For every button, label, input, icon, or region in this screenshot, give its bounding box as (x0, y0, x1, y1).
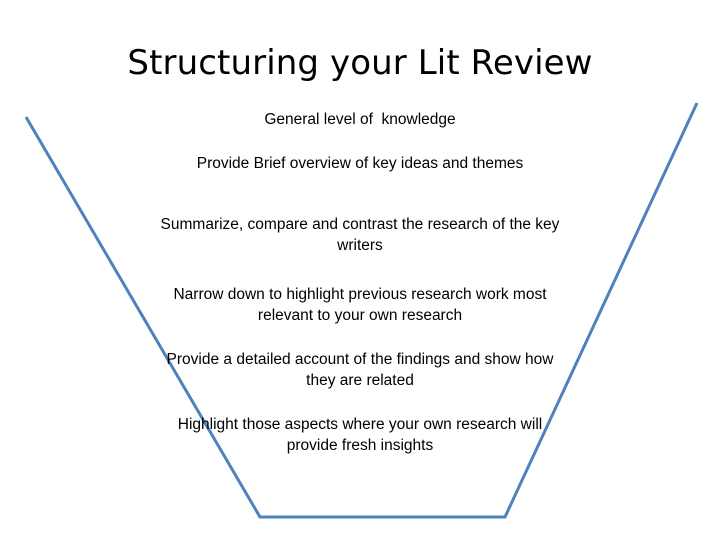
funnel-step-3: Summarize, compare and contrast the rese… (160, 216, 564, 254)
funnel-step-4: Narrow down to highlight previous resear… (173, 286, 551, 324)
funnel-step-2: Provide Brief overview of key ideas and … (196, 155, 524, 172)
page-title: Structuring your Lit Review (127, 43, 593, 83)
funnel-step-1: General level of knowledge (264, 111, 456, 128)
funnel-step-5: Provide a detailed account of the findin… (166, 351, 558, 389)
funnel-step-6: Highlight those aspects where your own r… (177, 416, 547, 454)
